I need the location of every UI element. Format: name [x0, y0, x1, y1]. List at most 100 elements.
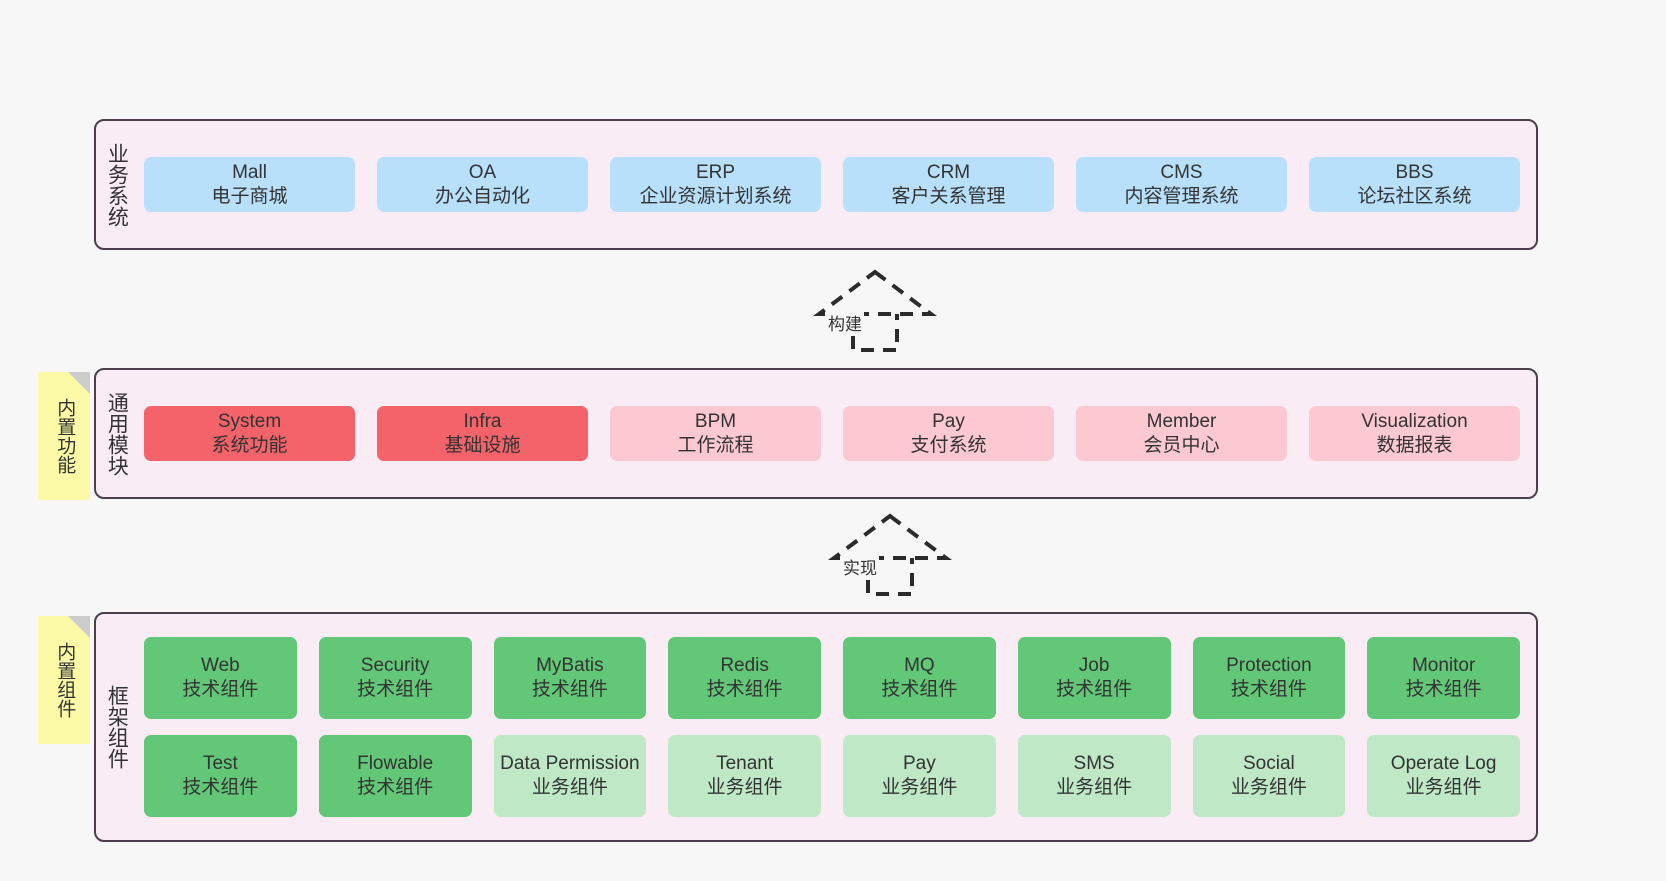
sticky-fold-corner — [68, 616, 90, 638]
node-label-en: Mall — [232, 161, 267, 183]
node-label-en: BPM — [694, 410, 737, 432]
node-label-cn: 业务组件 — [1230, 777, 1307, 798]
node-label-cn: 数据报表 — [1376, 434, 1453, 456]
connector-build-label: 构建 — [826, 310, 864, 335]
node-label-en: Pay — [903, 753, 936, 775]
layer-title-business-system: 业务系统 — [105, 142, 129, 227]
layer-common-module: 通用模块 System 系统功能 Infra 基础设施 BPM 工作流程 Pay… — [94, 368, 1538, 499]
node-label-en: Monitor — [1411, 655, 1476, 677]
node-label-en: Visualization — [1361, 410, 1468, 432]
node-label-cn: 技术组件 — [182, 777, 259, 798]
node-pay-module[interactable]: Pay 支付系统 — [843, 405, 1054, 462]
connector-implement-label: 实现 — [841, 554, 879, 579]
node-label-cn: 基础设施 — [444, 434, 521, 456]
node-label-en: Web — [201, 655, 240, 677]
layer-framework-component: 框架组件 Web 技术组件 Security 技术组件 MyBatis 技术组件… — [94, 612, 1538, 842]
side-tag-builtin-component: 内置组件 — [38, 616, 90, 744]
node-visualization[interactable]: Visualization 数据报表 — [1309, 405, 1520, 462]
node-label-cn: 办公自动化 — [434, 185, 530, 207]
layer-body-common-module: System 系统功能 Infra 基础设施 BPM 工作流程 Pay 支付系统… — [136, 370, 1536, 497]
node-operate-log[interactable]: Operate Log 业务组件 — [1367, 735, 1520, 817]
node-bpm[interactable]: BPM 工作流程 — [610, 405, 821, 462]
node-label-cn: 系统功能 — [211, 434, 288, 456]
node-label-cn: 技术组件 — [531, 679, 608, 700]
node-row: Mall 电子商城 OA 办公自动化 ERP 企业资源计划系统 CRM 客户关系… — [144, 156, 1520, 213]
side-tag-label: 内置组件 — [54, 642, 76, 718]
node-monitor[interactable]: Monitor 技术组件 — [1367, 637, 1520, 719]
node-label-cn: 技术组件 — [1405, 679, 1482, 700]
node-label-cn: 企业资源计划系统 — [639, 185, 792, 207]
node-security[interactable]: Security 技术组件 — [318, 637, 472, 719]
node-label-cn: 客户关系管理 — [891, 185, 1006, 207]
node-label-cn: 技术组件 — [881, 679, 958, 700]
node-label-cn: 业务组件 — [881, 777, 958, 798]
node-test[interactable]: Test 技术组件 — [144, 735, 297, 817]
node-protection[interactable]: Protection 技术组件 — [1192, 637, 1346, 719]
node-job[interactable]: Job 技术组件 — [1017, 637, 1171, 719]
node-member[interactable]: Member 会员中心 — [1076, 405, 1287, 462]
node-label-cn: 业务组件 — [531, 777, 608, 798]
node-label-en: Flowable — [357, 753, 434, 775]
node-infra[interactable]: Infra 基础设施 — [377, 405, 588, 462]
node-cms[interactable]: CMS 内容管理系统 — [1076, 156, 1287, 213]
node-mall[interactable]: Mall 电子商城 — [144, 156, 355, 213]
node-sms[interactable]: SMS 业务组件 — [1017, 735, 1171, 817]
node-label-cn: 技术组件 — [706, 679, 783, 700]
node-label-en: OA — [468, 161, 497, 183]
node-label-en: CMS — [1160, 161, 1203, 183]
node-social[interactable]: Social 业务组件 — [1192, 735, 1346, 817]
build-arrow-icon — [813, 269, 937, 352]
node-label-en: Member — [1146, 410, 1217, 432]
node-system[interactable]: System 系统功能 — [144, 405, 355, 462]
connector-implement: 实现 — [815, 512, 965, 596]
node-oa[interactable]: OA 办公自动化 — [377, 156, 588, 213]
node-label-cn: 技术组件 — [182, 679, 259, 700]
node-mq[interactable]: MQ 技术组件 — [843, 637, 996, 719]
layer-title-framework-component: 框架组件 — [105, 685, 129, 769]
node-label-cn: 会员中心 — [1143, 434, 1220, 456]
node-row: Web 技术组件 Security 技术组件 MyBatis 技术组件 Redi… — [144, 637, 1520, 719]
layer-title-common-module: 通用模块 — [105, 391, 129, 476]
node-crm[interactable]: CRM 客户关系管理 — [843, 156, 1054, 213]
node-row: System 系统功能 Infra 基础设施 BPM 工作流程 Pay 支付系统… — [144, 405, 1520, 462]
node-pay-component[interactable]: Pay 业务组件 — [843, 735, 996, 817]
node-label-en: Test — [202, 753, 238, 775]
node-flowable[interactable]: Flowable 技术组件 — [318, 735, 472, 817]
node-label-en: SMS — [1073, 753, 1115, 775]
node-label-en: Pay — [932, 410, 965, 432]
node-label-en: Tenant — [716, 753, 774, 775]
node-bbs[interactable]: BBS 论坛社区系统 — [1309, 156, 1520, 213]
implement-arrow-icon — [828, 513, 952, 596]
node-label-en: Operate Log — [1390, 753, 1497, 775]
node-label-en: MQ — [904, 655, 935, 677]
node-label-en: System — [217, 410, 282, 432]
node-label-cn: 论坛社区系统 — [1357, 185, 1472, 207]
node-redis[interactable]: Redis 技术组件 — [668, 637, 821, 719]
side-tag-builtin-function: 内置功能 — [38, 372, 90, 500]
node-label-en: ERP — [695, 161, 736, 183]
layer-business-system: 业务系统 Mall 电子商城 OA 办公自动化 ERP 企业资源计划系统 CRM… — [94, 119, 1538, 250]
node-tenant[interactable]: Tenant 业务组件 — [668, 735, 821, 817]
node-label-en: MyBatis — [536, 655, 604, 677]
node-label-cn: 内容管理系统 — [1124, 185, 1239, 207]
node-label-en: Job — [1078, 655, 1110, 677]
node-label-en: Infra — [463, 410, 502, 432]
node-mybatis[interactable]: MyBatis 技术组件 — [493, 637, 647, 719]
node-label-cn: 工作流程 — [677, 434, 754, 456]
node-label-cn: 支付系统 — [910, 434, 987, 456]
sticky-fold-corner — [68, 372, 90, 394]
node-label-cn: 业务组件 — [1405, 777, 1482, 798]
connector-build: 构建 — [800, 268, 950, 352]
layer-body-framework-component: Web 技术组件 Security 技术组件 MyBatis 技术组件 Redi… — [136, 614, 1536, 840]
side-tag-label: 内置功能 — [54, 398, 76, 474]
node-data-permission[interactable]: Data Permission 业务组件 — [493, 735, 647, 817]
node-label-cn: 业务组件 — [706, 777, 783, 798]
node-label-en: BBS — [1395, 161, 1434, 183]
node-erp[interactable]: ERP 企业资源计划系统 — [610, 156, 821, 213]
node-label-cn: 业务组件 — [1056, 777, 1133, 798]
node-label-en: Data Permission — [500, 753, 640, 775]
node-label-cn: 技术组件 — [1056, 679, 1133, 700]
node-row: Test 技术组件 Flowable 技术组件 Data Permission … — [144, 735, 1520, 817]
node-web[interactable]: Web 技术组件 — [144, 637, 297, 719]
